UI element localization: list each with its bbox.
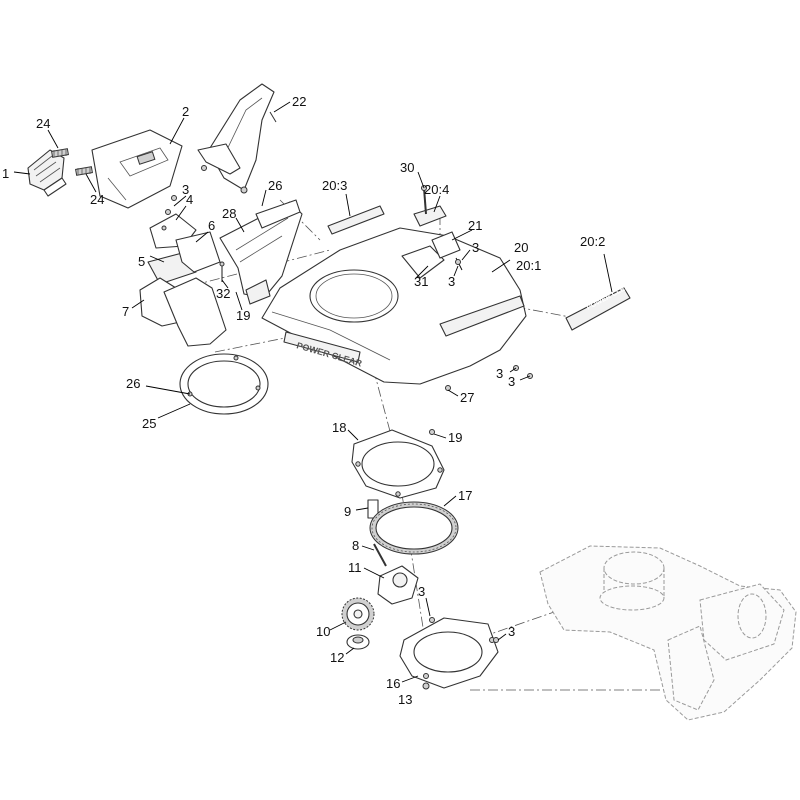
callout-24b: 24 xyxy=(90,192,104,207)
callout-18: 18 xyxy=(332,420,346,435)
callout-20-2: 20:2 xyxy=(580,234,605,249)
callout-19b: 19 xyxy=(448,430,462,445)
part-30-bolt xyxy=(421,185,427,215)
callout-11: 11 xyxy=(348,560,362,575)
part-2-control-panel xyxy=(91,129,183,209)
part-32-bolt xyxy=(219,261,225,282)
callout-26a: 26 xyxy=(268,178,282,193)
part-13-nut xyxy=(422,682,430,690)
callout-20-3: 20:3 xyxy=(322,178,347,193)
callout-20: 20 xyxy=(514,240,528,255)
callout-5: 5 xyxy=(138,254,145,269)
callout-6: 6 xyxy=(208,218,215,233)
callout-3d: 3 xyxy=(496,366,503,381)
callout-26b: 26 xyxy=(126,376,140,391)
callout-3g: 3 xyxy=(508,624,515,639)
part-6-housing xyxy=(175,231,221,273)
part-28-chute xyxy=(219,201,303,305)
callout-22: 22 xyxy=(292,94,306,109)
callout-2: 2 xyxy=(182,104,189,119)
part-25-ring xyxy=(179,353,269,415)
callout-28: 28 xyxy=(222,206,236,221)
part-12-bushing xyxy=(346,634,370,650)
callout-3c: 3 xyxy=(448,274,455,289)
callout-20-1: 20:1 xyxy=(516,258,541,273)
callout-3b: 3 xyxy=(472,240,479,255)
part-20-3-decal xyxy=(327,205,385,235)
callout-3a: 3 xyxy=(182,182,189,197)
callout-27: 27 xyxy=(460,390,474,405)
part-17-gear-ring xyxy=(369,501,459,555)
part-26-chute-liner xyxy=(255,199,301,229)
part-20-2-decal: POWER CLEAR xyxy=(565,281,635,331)
callout-13: 13 xyxy=(398,692,412,707)
part-7-flap xyxy=(139,277,227,347)
part-11-gear-housing xyxy=(377,565,419,605)
callout-24a: 24 xyxy=(36,116,50,131)
callout-3e: 3 xyxy=(508,374,515,389)
callout-21: 21 xyxy=(468,218,482,233)
phantom-auger-housing xyxy=(539,545,797,721)
part-1-handle-grip xyxy=(27,149,67,197)
callout-3f: 3 xyxy=(418,584,425,599)
part-16-lower-plate xyxy=(399,617,499,689)
part-10-drive-gear xyxy=(341,597,375,631)
part-8-pin xyxy=(373,543,387,567)
callout-25: 25 xyxy=(142,416,156,431)
callout-30: 30 xyxy=(400,160,414,175)
callout-10: 10 xyxy=(316,624,330,639)
part-24-springs xyxy=(51,148,93,176)
callout-12: 12 xyxy=(330,650,344,665)
callout-31: 31 xyxy=(414,274,428,289)
callout-8: 8 xyxy=(352,538,359,553)
part-20-4-bracket xyxy=(413,205,447,227)
part-20-housing-cover: POWER CLEAR xyxy=(261,227,527,385)
callout-17: 17 xyxy=(458,488,472,503)
callout-1: 1 xyxy=(2,166,9,181)
fasteners xyxy=(171,195,533,643)
callout-4: 4 xyxy=(186,192,193,207)
callout-20-4: 20:4 xyxy=(424,182,449,197)
callout-32: 32 xyxy=(216,286,230,301)
part-18-bearing-plate xyxy=(351,429,445,499)
leader-lines xyxy=(13,101,613,683)
callout-9: 9 xyxy=(344,504,351,519)
callout-labels: 1 2 24 24 22 3 4 6 5 7 28 26 32 19 20:3 … xyxy=(2,94,605,707)
callout-16: 16 xyxy=(386,676,400,691)
callout-7: 7 xyxy=(122,304,129,319)
callout-19a: 19 xyxy=(236,308,250,323)
part-22-chute-deflector xyxy=(197,83,277,194)
